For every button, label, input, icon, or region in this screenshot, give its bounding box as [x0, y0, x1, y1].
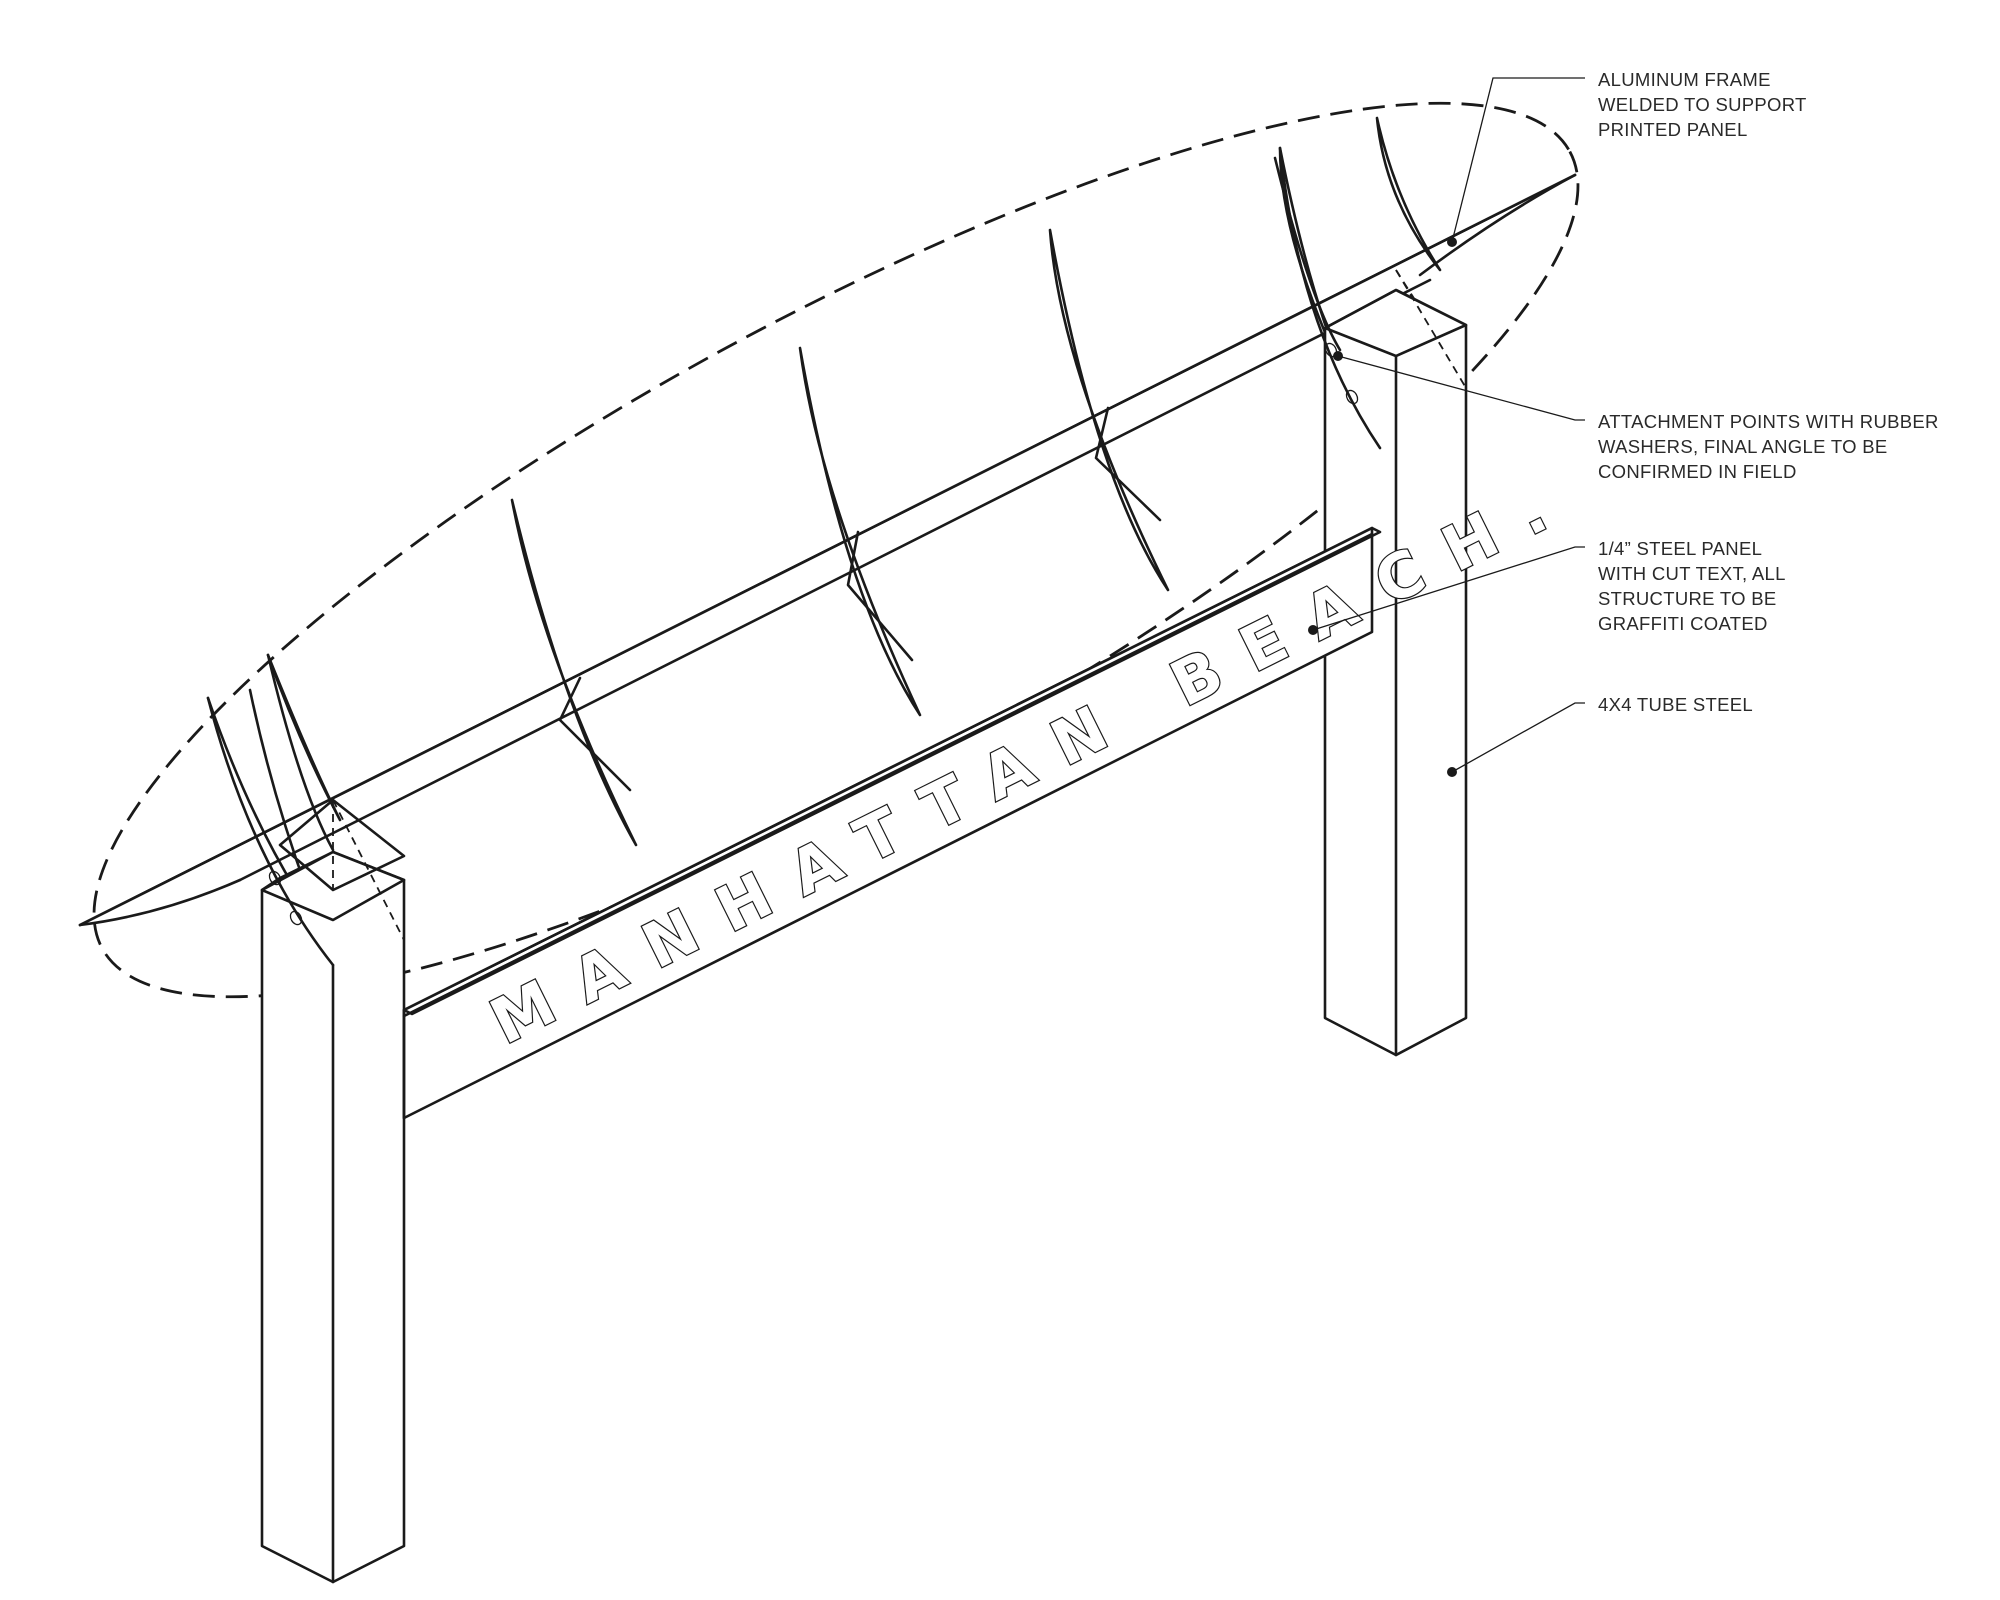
steel-panel-top-thickness — [402, 532, 1374, 1018]
note-steel-panel-line2: WITH CUT TEXT, ALL — [1598, 563, 1786, 584]
frame-right-tip — [1418, 173, 1577, 277]
left-bolt-1 — [268, 870, 282, 886]
note-steel-panel-line3: STRUCTURE TO BE — [1598, 588, 1777, 609]
note-attachment-points-line2: WASHERS, FINAL ANGLE TO BE — [1598, 436, 1888, 457]
note-aluminum-frame-line2: WELDED TO SUPPORT — [1598, 94, 1807, 115]
leader-aluminum-frame — [1451, 77, 1585, 243]
rib-3 — [510, 498, 638, 847]
right-bracket — [1278, 146, 1382, 450]
rib-joint-3 — [1094, 406, 1162, 522]
note-attachment-points-line1: ATTACHMENT POINTS WITH RUBBER — [1598, 411, 1939, 432]
left-post-hidden-2 — [332, 799, 405, 941]
right-bolt-2 — [1345, 389, 1359, 405]
right-post-hidden-2 — [1395, 269, 1416, 301]
leader-attachment-points — [1337, 355, 1585, 421]
leader-dot-attachment-points — [1333, 351, 1343, 361]
frame-left-tip — [78, 878, 242, 927]
rib-2 — [266, 653, 342, 822]
right-post-hidden-1 — [1395, 269, 1467, 389]
rib-joint-1 — [558, 676, 632, 792]
leader-steel-panel — [1312, 546, 1585, 631]
note-aluminum-frame-line3: PRINTED PANEL — [1598, 119, 1748, 140]
leader-dot-aluminum-frame — [1447, 237, 1457, 247]
left-bolt-2 — [289, 910, 303, 926]
right-post-top — [1323, 288, 1468, 358]
frame-lower-edge — [238, 278, 1432, 882]
left-bracket-inner — [266, 653, 335, 852]
note-tube-steel: 4X4 TUBE STEEL — [1598, 692, 1753, 717]
leader-lines — [1308, 77, 1585, 777]
rib-joint-2 — [846, 530, 914, 662]
note-attachment-points-line3: CONFIRMED IN FIELD — [1598, 461, 1797, 482]
rib-5 — [1048, 228, 1170, 592]
right-bracket-inner — [1273, 156, 1342, 352]
right-post — [1323, 269, 1468, 1057]
note-aluminum-frame: ALUMINUM FRAME WELDED TO SUPPORT PRINTED… — [1598, 67, 1807, 142]
note-steel-panel-line4: GRAFFITI COATED — [1598, 613, 1768, 634]
note-attachment-points: ATTACHMENT POINTS WITH RUBBER WASHERS, F… — [1598, 409, 1939, 484]
left-post — [260, 798, 406, 1584]
left-bracket — [206, 696, 335, 967]
leader-dot-steel-panel — [1308, 625, 1318, 635]
leader-dot-tube-steel — [1447, 767, 1457, 777]
leader-tube-steel — [1451, 702, 1585, 773]
note-tube-steel-line1: 4X4 TUBE STEEL — [1598, 694, 1754, 715]
rib-7 — [1375, 116, 1442, 272]
rib-4 — [798, 346, 922, 717]
note-steel-panel: 1/4” STEEL PANEL WITH CUT TEXT, ALL STRU… — [1598, 536, 1786, 636]
note-steel-panel-line1: 1/4” STEEL PANEL — [1598, 538, 1763, 559]
note-aluminum-frame-line1: ALUMINUM FRAME — [1598, 69, 1771, 90]
